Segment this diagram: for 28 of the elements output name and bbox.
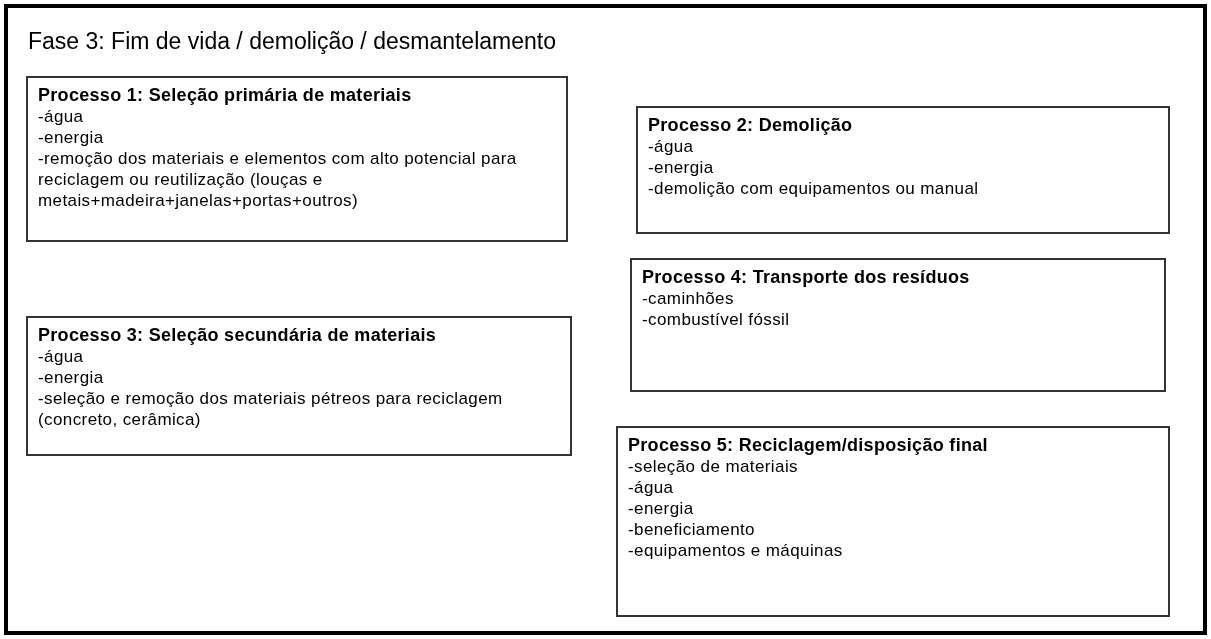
list-item: -água <box>38 346 85 367</box>
frame-panel <box>4 4 1207 635</box>
list-item: -energia <box>38 367 105 388</box>
list-item: -água <box>648 136 695 157</box>
list-item: -beneficiamento <box>628 519 756 540</box>
process-box <box>630 258 1166 392</box>
process-box <box>26 316 572 456</box>
list-item: -seleção de materiais <box>628 456 799 477</box>
list-item: -energia <box>38 127 105 148</box>
list-item: -demolição com equipamentos ou manual <box>648 178 980 199</box>
box-heading: Processo 3: Seleção secundária de materiais <box>38 324 438 346</box>
frame-title: Fase 3: Fim de vida / demolição / desmantelamento <box>28 28 556 55</box>
list-item: -caminhões <box>642 288 735 309</box>
box-heading: Processo 5: Reciclagem/disposição final <box>628 434 989 456</box>
box-heading: Processo 4: Transporte dos resíduos <box>642 266 971 288</box>
process-box <box>636 106 1170 234</box>
list-item: -água <box>38 106 85 127</box>
box-heading: Processo 1: Seleção primária de materiais <box>38 84 413 106</box>
list-item: -remoção dos materiais e elementos com alto potencial para reciclagem ou reutilização (louças e metais+madeira+janelas+portas+outros) <box>38 148 518 211</box>
list-item: -seleção e remoção dos materiais pétreos para reciclagem (concreto, cerâmica) <box>38 388 504 430</box>
process-box <box>26 76 568 242</box>
process-box <box>616 426 1170 617</box>
list-item: -energia <box>648 157 715 178</box>
list-item: -energia <box>628 498 695 519</box>
list-item: -água <box>628 477 675 498</box>
list-item: -equipamentos e máquinas <box>628 540 844 561</box>
box-heading: Processo 2: Demolição <box>648 114 854 136</box>
list-item: -combustível fóssil <box>642 309 791 330</box>
